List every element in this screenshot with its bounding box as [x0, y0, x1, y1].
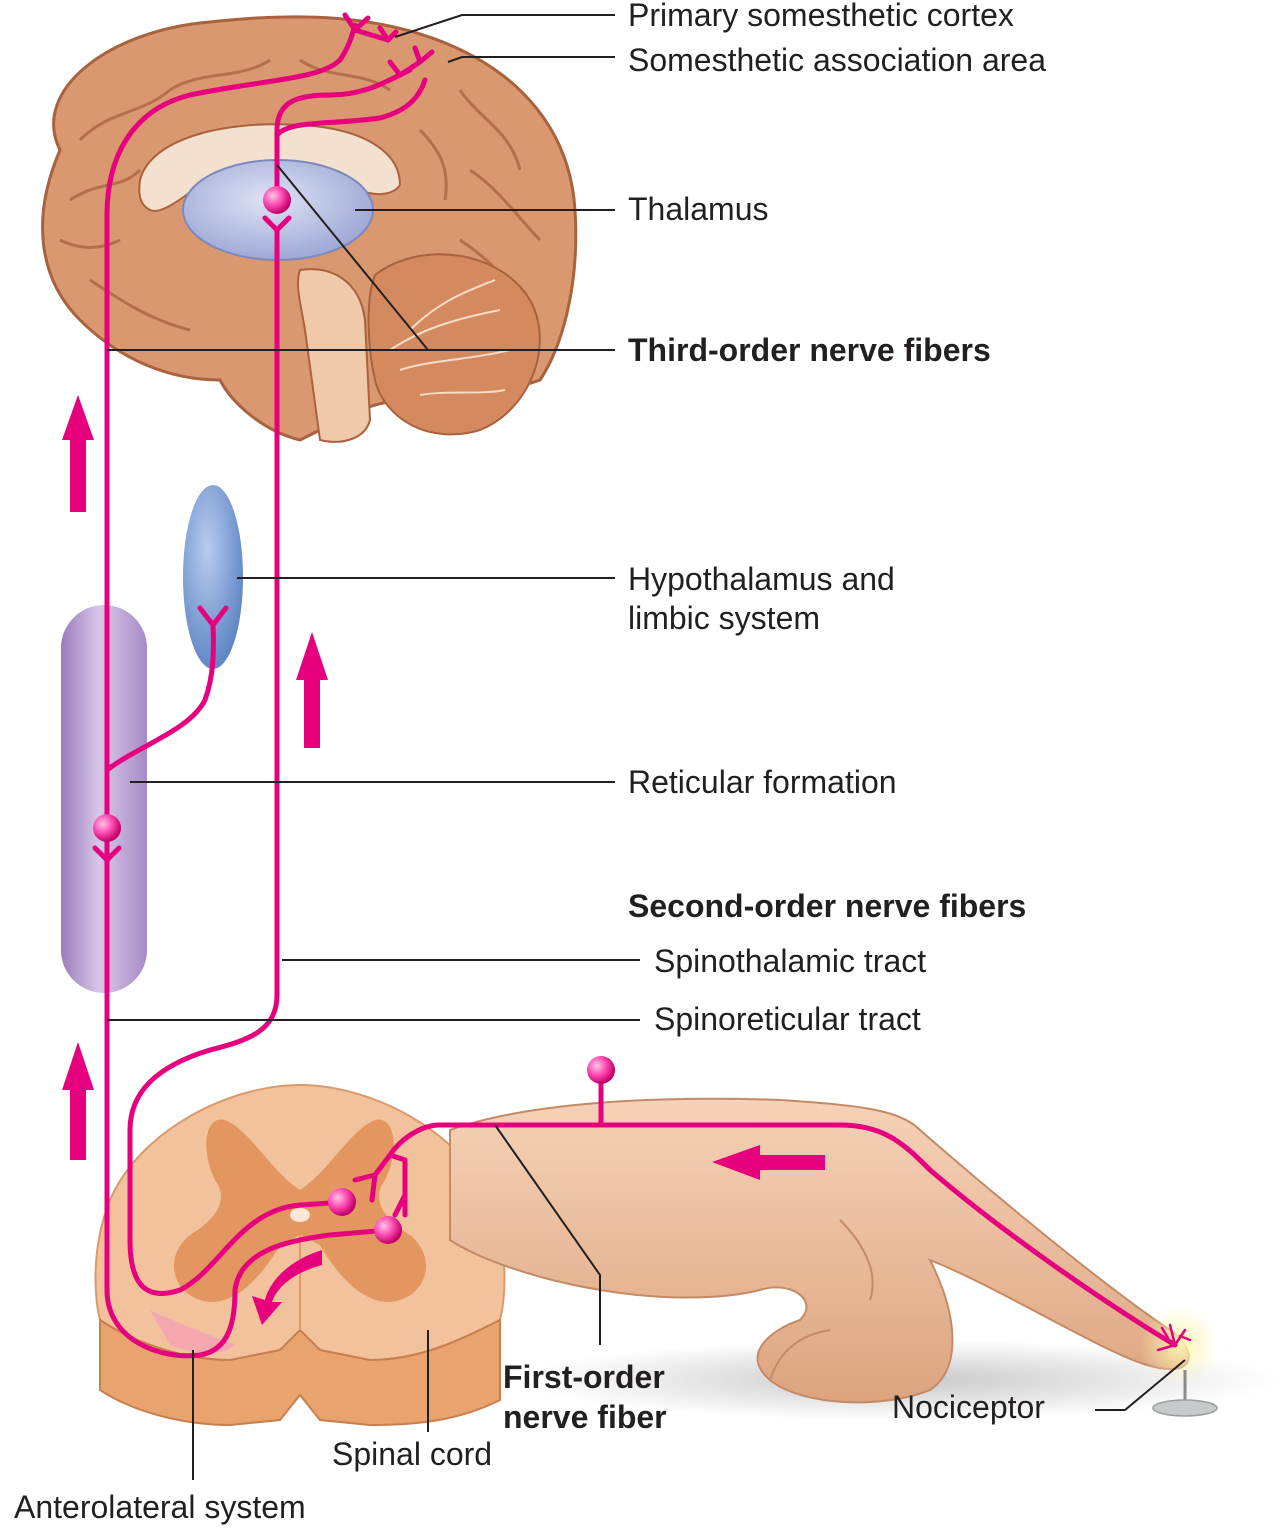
nociceptor-endings [1156, 1323, 1192, 1352]
leader-primary-cortex [394, 14, 615, 38]
spinal-cord-illustration [94, 1083, 506, 1427]
central-canal [290, 1208, 310, 1222]
thalamus-neuron-body [263, 186, 291, 214]
cerebellum-arbor [389, 279, 511, 396]
hand [449, 1097, 1190, 1404]
arrow-left-icon [712, 1145, 825, 1180]
label-anterolateral: Anterolateral system [14, 1489, 306, 1525]
reticular-synapse [92, 845, 122, 863]
spinothalamic-tract [127, 227, 348, 1296]
first-order-fiber [352, 1122, 1178, 1348]
leader-first-order [494, 1124, 601, 1345]
label-reticular: Reticular formation [628, 764, 897, 800]
curved-arrow-icon [252, 1250, 322, 1325]
brainstem [296, 268, 372, 443]
brain-illustration [41, 15, 578, 443]
arrow-up-icon [296, 632, 328, 748]
arrow-up-icon [62, 1042, 94, 1160]
hypothalamus-branch [104, 622, 216, 773]
label-hypothalamus-line1: Hypothalamus and [628, 561, 895, 597]
spinothalamic-neuron-body [328, 1188, 356, 1216]
spinoreticular-neuron-body [374, 1216, 402, 1244]
labels: Primary somesthetic cortex Somesthetic a… [14, 0, 1046, 1525]
label-association-area: Somesthetic association area [628, 42, 1046, 78]
leader-association-area [447, 56, 615, 63]
cortex-branch-b [387, 45, 435, 78]
knuckle-crease [839, 1219, 874, 1301]
anterolateral-region [150, 1310, 235, 1353]
cortex-branch-a [342, 12, 399, 43]
leader-lines [107, 14, 1186, 1480]
label-spinoreticular: Spinoreticular tract [654, 1001, 921, 1037]
direction-arrows [62, 395, 825, 1325]
label-first-order-line1: First-order [503, 1359, 665, 1395]
label-hypothalamus-line2: limbic system [628, 600, 820, 636]
label-nociceptor: Nociceptor [892, 1389, 1045, 1425]
label-spinal-cord: Spinal cord [332, 1436, 492, 1472]
hand-illustration [449, 1097, 1279, 1420]
label-primary-cortex: Primary somesthetic cortex [628, 0, 1014, 33]
spinoreticular-tract [104, 857, 391, 1359]
arrow-up-icon [62, 395, 94, 512]
third-order-fiber-left [104, 22, 358, 1178]
thumbtack-icon [1140, 1305, 1220, 1417]
label-second-order: Second-order nerve fibers [628, 888, 1026, 924]
label-spinothalamic: Spinothalamic tract [654, 943, 926, 979]
reticular-formation [61, 605, 147, 993]
thumb-crease [769, 1329, 831, 1381]
label-first-order-line2: nerve fiber [503, 1399, 667, 1435]
label-third-order: Third-order nerve fibers [628, 332, 991, 368]
hypothalamus-limbic-system [183, 485, 243, 669]
thalamus-synapse [262, 215, 292, 233]
third-order-fiber-right [274, 59, 423, 208]
association-branch [274, 77, 428, 138]
leader-third-order-right [276, 164, 429, 351]
reticular-neuron-body [93, 814, 121, 842]
first-order-neuron-body [587, 1056, 615, 1084]
hypothalamus-synapse [197, 605, 229, 628]
label-thalamus: Thalamus [628, 191, 769, 227]
leader-nociceptor [1095, 1359, 1186, 1411]
nerve-pathways [92, 12, 1192, 1359]
cerebellum [367, 253, 541, 436]
